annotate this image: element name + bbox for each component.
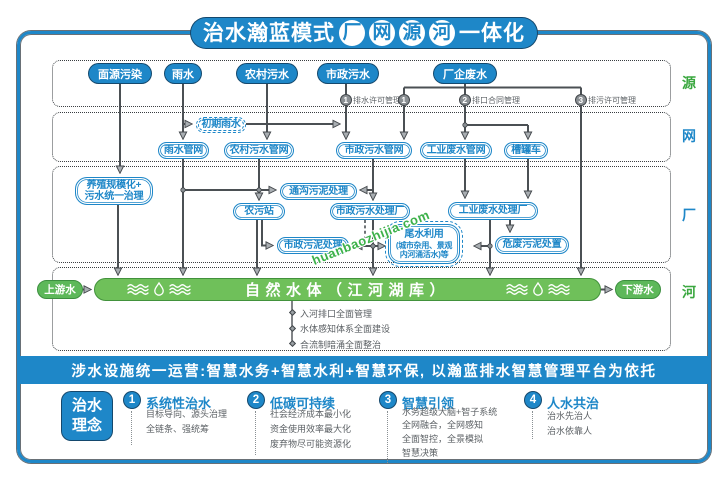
philosophy-num-4: 4: [524, 391, 542, 409]
operations-banner-text: 涉水设施统一运营:智慧水务+智慧水利+智慧环保, 以瀚蓝排水智慧管理平台为依托: [71, 363, 657, 380]
river-note-2: 水体感知体系全面建设: [300, 324, 391, 334]
natural-water-band: 自然水体（江河湖库）: [94, 278, 601, 301]
philosophy-badge: 治水 理念: [61, 391, 113, 441]
label-discharge-permit: 排污许可管理: [588, 96, 636, 105]
wave-droplet-icon-right: [506, 281, 570, 296]
node-tailwater-reuse: 尾水利用 (城市杂用、景观 内河涌活水)等: [384, 220, 464, 268]
farming-line1: 养殖规模化+: [86, 179, 142, 191]
wave-droplet-icon-left: [127, 281, 191, 296]
philosophy-2-line2: 资金使用效率最大化: [270, 423, 352, 434]
philosophy-badge-line1: 治水: [71, 396, 102, 414]
pill-rural-sewage: 农村污水: [236, 63, 298, 84]
tailwater-line1: 尾水利用: [404, 229, 444, 241]
tailwater-line3: 内河涌活水)等: [399, 249, 449, 259]
philosophy-num-1: 1: [123, 391, 141, 409]
pill-downstream-water: 下游水: [615, 280, 661, 299]
title-circle-river: 河: [429, 20, 455, 46]
node-municipal-wwtp: 市政污水处理厂: [330, 203, 410, 220]
title-circle-plant: 厂: [339, 20, 365, 46]
badge-permit-2: 2: [458, 93, 471, 106]
section-label-river: 河: [682, 284, 696, 300]
node-farming-treatment: 养殖规模化+ 污水统一治理: [75, 177, 153, 205]
badge-permit-1a: 1: [339, 93, 352, 106]
node-industrial-wastewater-network: 工业废水管网: [420, 142, 492, 159]
river-note-1: 入河排口全面管理: [300, 308, 373, 319]
philosophy-body-3: 水务超级大脑+智子系统 全网融合，全网感知 全面智控，全景模拟 智慧决策: [402, 406, 497, 462]
philosophy-dots-1: [131, 411, 132, 445]
philosophy-3-line1: 水务超级大脑+智子系统: [402, 406, 498, 417]
farming-line2: 污水统一治理: [84, 191, 144, 202]
philosophy-badge-line2: 理念: [71, 417, 102, 434]
diagram-title: 治水瀚蓝模式 厂 网 源 河 一体化: [190, 17, 538, 49]
section-box-source: [52, 60, 671, 107]
philosophy-dots-3: [387, 411, 388, 463]
pill-rainwater: 雨水: [164, 63, 202, 84]
philosophy-dots-2: [255, 411, 256, 455]
tailwater-line2: (城市杂用、景观: [395, 240, 453, 250]
label-outlet-contract: 排口合同管理: [472, 96, 520, 105]
philosophy-4-line1: 治水先治人: [547, 410, 593, 421]
label-drainage-permit: 排水许可管理: [353, 96, 401, 105]
node-municipal-sludge-treatment: 市政污泥处理: [277, 237, 349, 254]
section-label-source: 源: [682, 75, 696, 91]
node-municipal-sewage-network: 市政污水管网: [336, 142, 412, 159]
pill-non-point-pollution: 面源污染: [88, 63, 152, 84]
section-box-plant: [52, 166, 671, 263]
section-label-plant: 厂: [682, 207, 696, 223]
title-circle-network: 网: [369, 20, 395, 46]
philosophy-1-line1: 目标导向、源头治理: [146, 408, 228, 419]
philosophy-3-line2: 全网融合，全网感知: [402, 420, 484, 431]
node-hazardous-sludge-disposal: 危废污泥处置: [495, 236, 569, 254]
philosophy-3-line3: 全面智控，全景模拟: [402, 434, 484, 445]
philosophy-2-line3: 废弃物尽可能资源化: [270, 438, 352, 449]
philosophy-2-line1: 社会经济成本最小化: [270, 408, 352, 419]
badge-permit-3: 3: [574, 93, 587, 106]
philosophy-num-2: 2: [247, 391, 265, 409]
pill-upstream-water: 上游水: [37, 280, 83, 299]
pill-factory-wastewater: 厂企废水: [433, 63, 497, 84]
philosophy-title-2: 低碳可持续: [270, 395, 336, 411]
operations-banner: 涉水设施统一运营:智慧水务+智慧水利+智慧环保, 以瀚蓝排水智慧管理平台为依托: [20, 356, 708, 384]
philosophy-1-line2: 全链条、强统筹: [146, 423, 210, 434]
philosophy-4-line2: 治水依靠人: [547, 425, 593, 436]
section-box-network: [52, 112, 671, 162]
node-tanker-truck: 槽罐车: [504, 142, 548, 159]
philosophy-num-3: 3: [379, 391, 397, 409]
philosophy-body-4: 治水先治人 治水依靠人: [547, 409, 592, 439]
philosophy-body-1: 目标导向、源头治理 全链条、强统筹: [146, 407, 227, 437]
pill-municipal-sewage: 市政污水: [317, 63, 379, 84]
badge-permit-1b: 1: [397, 93, 410, 106]
node-rainwater-network: 雨水管网: [158, 142, 209, 159]
philosophy-body-2: 社会经济成本最小化 资金使用效率最大化 废弃物尽可能资源化: [270, 407, 351, 453]
node-industrial-wwtp: 工业废水处理厂: [448, 202, 538, 220]
philosophy-title-1: 系统性治水: [146, 395, 212, 411]
philosophy-title-4: 人水共治: [547, 395, 600, 411]
title-prefix: 治水瀚蓝模式: [203, 21, 335, 45]
natural-water-title: 自然水体（江河湖库）: [244, 282, 450, 299]
node-initial-rainwater: 初期雨水: [196, 117, 246, 133]
title-suffix: 一体化: [459, 21, 525, 45]
node-sewer-sludge-treatment: 通沟污泥处理: [280, 183, 357, 200]
philosophy-title-3: 智慧引领: [402, 395, 455, 411]
river-note-3: 合流制暗涌全面整治: [300, 339, 382, 350]
title-circle-source: 源: [399, 20, 425, 46]
philosophy-3-line4: 智慧决策: [402, 448, 439, 459]
philosophy-dots-4: [532, 411, 533, 439]
section-box-river: [52, 267, 671, 351]
node-rural-sewage-network: 农村污水管网: [224, 142, 294, 159]
node-rural-sewage-station: 农污站: [233, 203, 285, 220]
section-label-network: 网: [682, 128, 696, 144]
